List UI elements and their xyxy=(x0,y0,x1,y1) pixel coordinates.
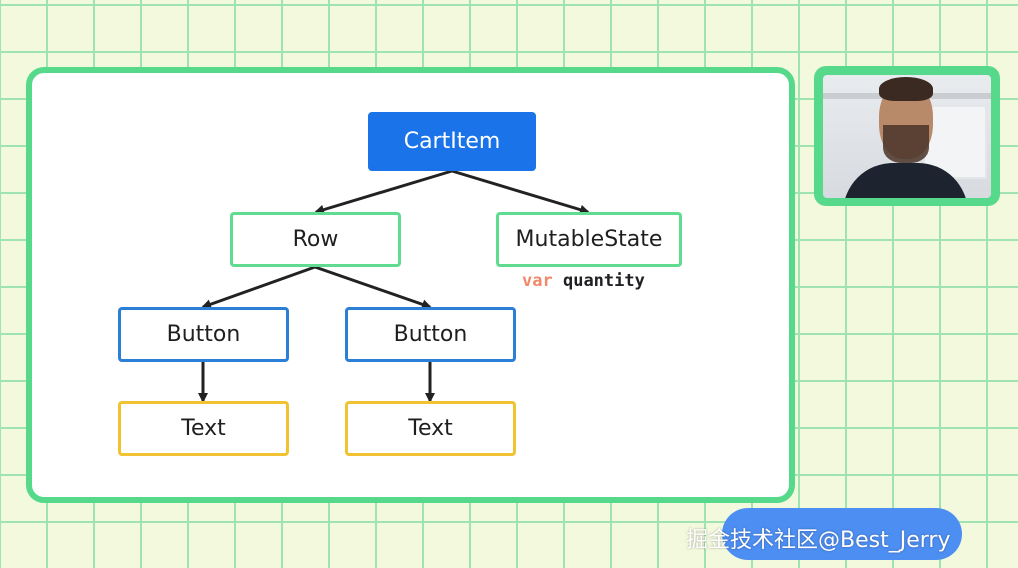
watermark-pill xyxy=(722,508,962,560)
code-variable: quantity xyxy=(562,271,645,291)
node-text-left: Text xyxy=(118,401,289,456)
code-keyword: var xyxy=(522,271,553,291)
presenter-video xyxy=(814,66,1000,206)
node-button-left: Button xyxy=(118,307,289,362)
presenter-beard xyxy=(883,125,929,163)
node-row: Row xyxy=(230,212,401,267)
state-code-label: var quantity xyxy=(522,271,645,291)
node-button-right: Button xyxy=(345,307,516,362)
presenter-video-frame xyxy=(823,75,991,198)
node-text-right: Text xyxy=(345,401,516,456)
watermark-text: 掘金技术社区@Best_Jerry xyxy=(686,528,951,553)
node-cartitem: CartItem xyxy=(368,112,536,171)
node-mutablestate: MutableState xyxy=(496,212,682,267)
presenter-hair xyxy=(879,77,933,101)
